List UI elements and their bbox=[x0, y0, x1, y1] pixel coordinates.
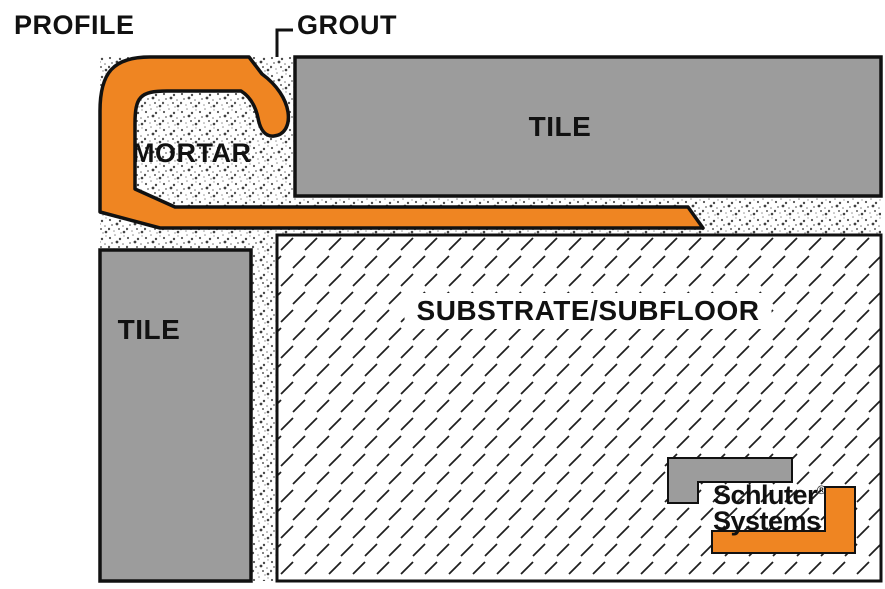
registered-trademark-symbol: ® bbox=[817, 483, 826, 497]
tile-top-label: TILE bbox=[528, 111, 592, 142]
left-tile bbox=[98, 248, 253, 583]
top-tile bbox=[293, 55, 883, 198]
logo-line1: Schluter® bbox=[713, 477, 826, 510]
profile-label: PROFILE bbox=[14, 10, 135, 40]
logo-wordmark: Schluter® Systems bbox=[713, 477, 826, 536]
tile-left-label: TILE bbox=[117, 314, 181, 345]
mortar-label: MORTAR bbox=[132, 138, 252, 168]
logo-brand-name: Schluter bbox=[713, 480, 818, 510]
logo-gray-bar bbox=[667, 457, 793, 504]
grout-label: GROUT bbox=[297, 10, 397, 40]
grout-leader-line bbox=[275, 28, 293, 57]
profile-shape bbox=[98, 55, 705, 230]
logo-line2: Systems bbox=[713, 506, 821, 536]
substrate-label: SUBSTRATE/SUBFLOOR bbox=[404, 293, 772, 329]
logo-orange-bar bbox=[711, 486, 856, 554]
substrate-area bbox=[275, 233, 883, 583]
